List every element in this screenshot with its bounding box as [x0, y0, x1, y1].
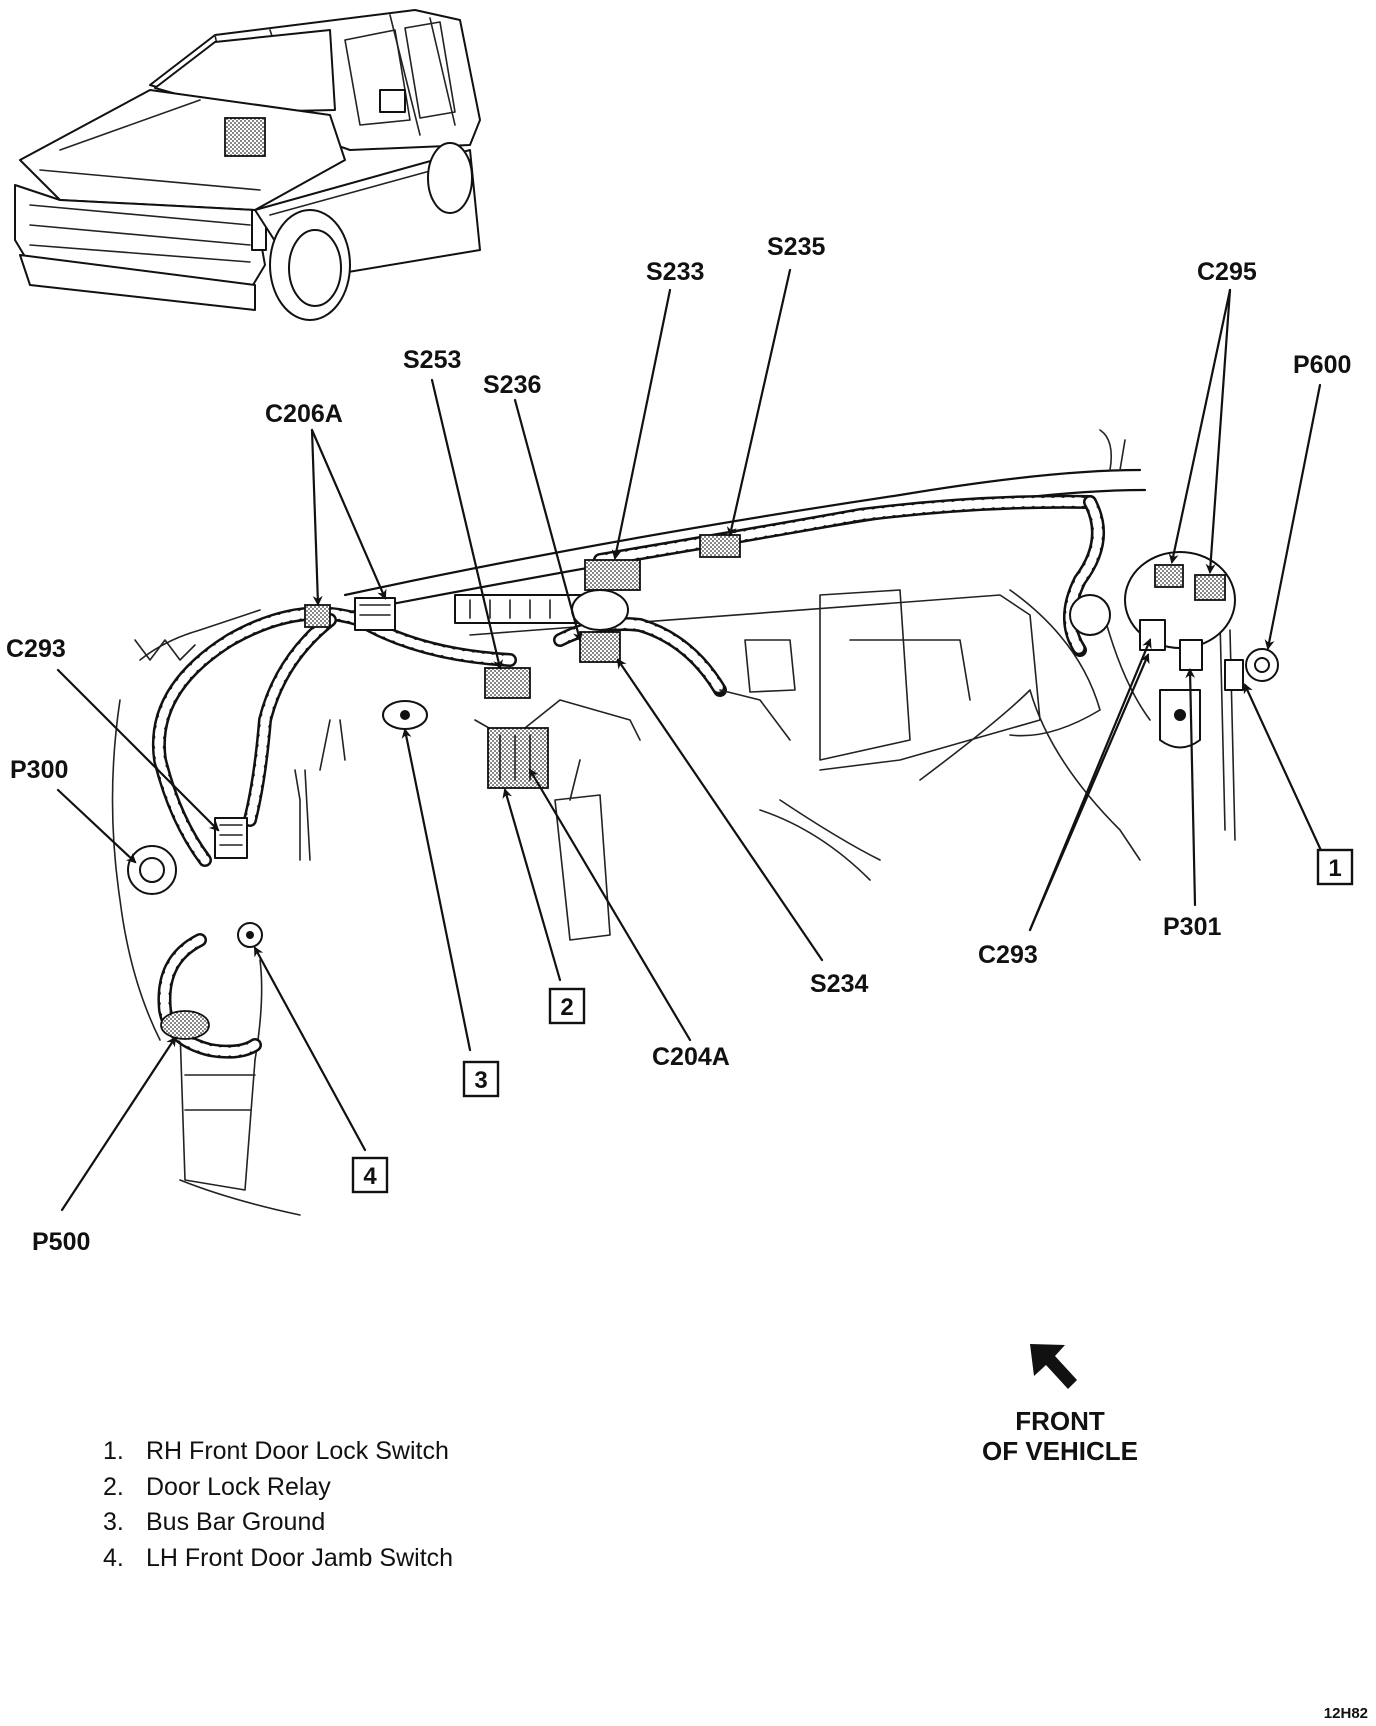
number-box-2-label: 2: [560, 994, 573, 1021]
numbered-boxes: 1 2 3 4: [351, 848, 1354, 1194]
front-line-1: FRONT: [1015, 1406, 1105, 1436]
number-box-4-label: 4: [363, 1163, 377, 1190]
legend: 1. RH Front Door Lock Switch 2. Door Loc…: [103, 1437, 453, 1572]
splice-s233: [584, 559, 641, 591]
connector-c206a-1: [304, 604, 331, 628]
legend-item-4-num: 4.: [103, 1544, 124, 1572]
legend-item-2-text: Door Lock Relay: [146, 1473, 331, 1501]
callout-s233: S233: [646, 258, 704, 286]
fuse-block: [454, 594, 586, 624]
leader-lines: [56, 268, 1332, 1212]
callout-c295: C295: [1197, 258, 1257, 286]
callout-c206a: C206A: [265, 400, 343, 428]
connector-c293-right: [1139, 619, 1166, 651]
vehicle-thumbnail: [14, 9, 481, 321]
front-arrow-icon: [1030, 1344, 1077, 1389]
number-box-3: [462, 1060, 500, 1098]
callout-s235: S235: [767, 233, 825, 261]
components: [127, 534, 1279, 1040]
instrument-panel-outline: [111, 468, 1236, 1216]
blower-motor: [1069, 594, 1111, 636]
callout-p500: P500: [32, 1228, 90, 1256]
door-lock-relay: [487, 727, 549, 789]
legend-item-3-text: Bus Bar Ground: [146, 1508, 325, 1536]
connector-c206a-2: [354, 597, 396, 631]
callout-p301: P301: [1163, 913, 1221, 941]
legend-item-2-num: 2.: [103, 1473, 124, 1501]
number-box-4: [351, 1156, 389, 1194]
callout-s253: S253: [403, 346, 461, 374]
splice-s235: [699, 534, 741, 558]
connector-c295-1: [1154, 564, 1184, 588]
rh-front-door-lock-switch: [1224, 659, 1244, 691]
legend-item-1-num: 1.: [103, 1437, 124, 1465]
boot-p500: [160, 1010, 210, 1040]
splice-s234: [579, 631, 621, 663]
figure-code: 12H82: [1324, 1705, 1368, 1722]
callout-p600: P600: [1293, 351, 1351, 379]
callout-s236: S236: [483, 371, 541, 399]
wiring-harnesses: [151, 429, 1151, 1059]
callout-s234: S234: [810, 970, 868, 998]
connector-c293-left: [214, 817, 248, 859]
splice-s253: [484, 667, 531, 699]
number-box-2: [548, 987, 586, 1025]
front-line-2: OF VEHICLE: [982, 1436, 1138, 1466]
legend-item-3-num: 3.: [103, 1508, 124, 1536]
callout-c204a: C204A: [652, 1043, 730, 1071]
callout-c293-left: C293: [6, 635, 66, 663]
connector-c295-2: [1194, 574, 1226, 601]
number-box-1-label: 1: [1328, 855, 1341, 882]
shaded-location-marker: [224, 117, 266, 157]
callout-c293-right: C293: [978, 941, 1038, 969]
callout-labels: S235 S233 C295 P600 S253 S236 C206A C293…: [6, 233, 1351, 1256]
front-of-vehicle-indicator: FRONT OF VEHICLE: [982, 1344, 1138, 1466]
callout-p300: P300: [10, 756, 68, 784]
number-box-1: [1316, 848, 1354, 886]
steering-column-connector: [571, 589, 629, 631]
legend-item-4-text: LH Front Door Jamb Switch: [146, 1544, 453, 1572]
legend-item-1-text: RH Front Door Lock Switch: [146, 1437, 449, 1465]
grommet-p301: [1179, 639, 1203, 671]
number-box-3-label: 3: [474, 1067, 487, 1094]
